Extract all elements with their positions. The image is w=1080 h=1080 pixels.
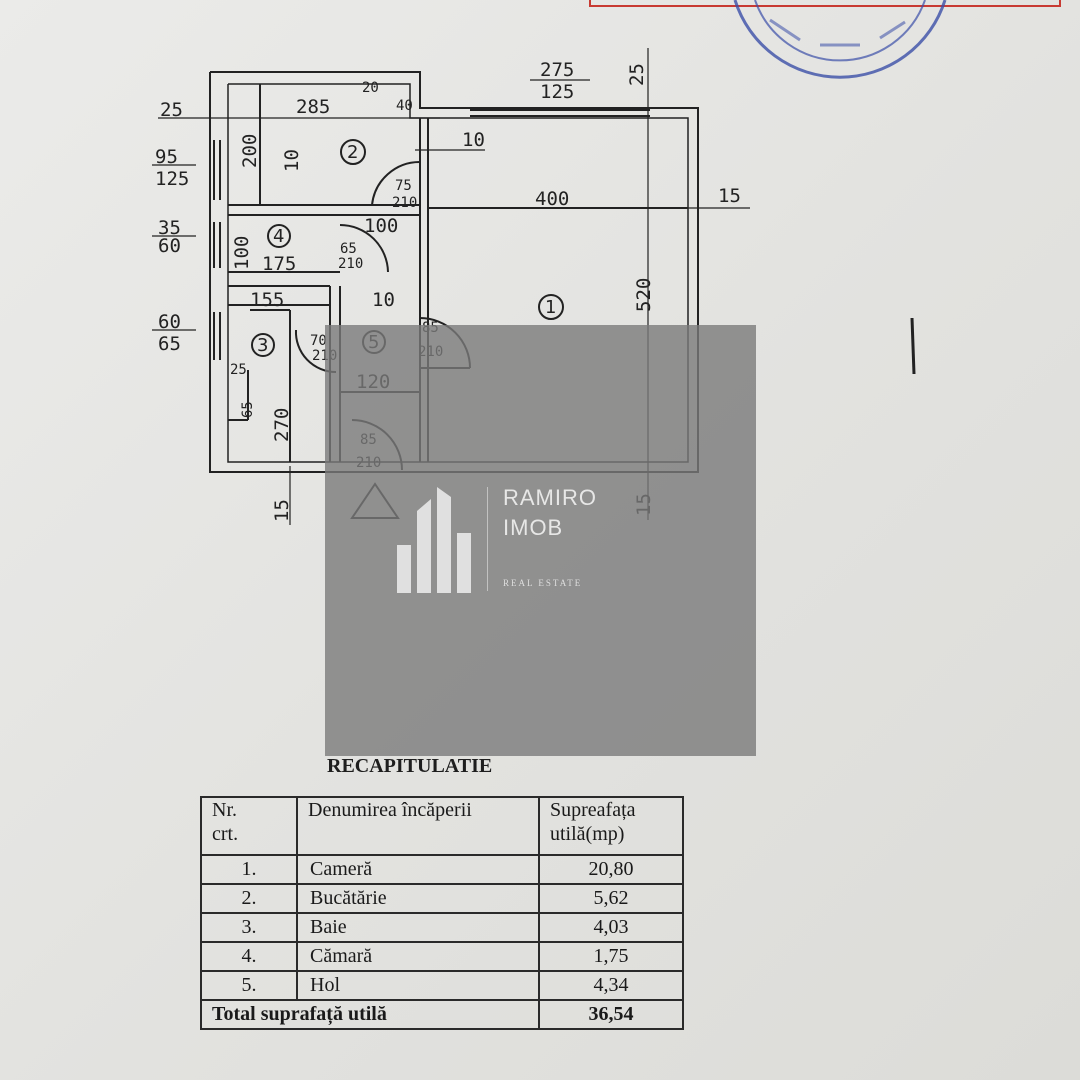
dim-10-hall: 10 (372, 289, 395, 311)
dim-60: 60 (158, 235, 181, 257)
row-name: Cameră (296, 854, 540, 885)
dim-65: 65 (240, 401, 256, 418)
dim-35: 35 (158, 217, 181, 239)
row-area: 5,62 (538, 883, 684, 914)
row-name: Baie (296, 912, 540, 943)
door-75-210: 210 (392, 195, 417, 211)
header-area-line1: Supreafața (550, 799, 636, 821)
dim-right-15: 15 (718, 185, 741, 207)
door-65: 65 (340, 241, 357, 257)
dim-20: 20 (362, 80, 379, 96)
row-area: 4,03 (538, 912, 684, 943)
watermark-divider (487, 487, 488, 591)
table-header-row: Nr. crt. Denumirea încăperii Supreafața … (200, 796, 684, 856)
total-area: 36,54 (538, 999, 684, 1030)
room-3-label: 3 (257, 335, 268, 356)
row-nr: 1. (200, 854, 298, 885)
table-row: 4. Cămară 1,75 (200, 941, 684, 972)
room-2-label: 2 (347, 142, 358, 163)
row-nr: 2. (200, 883, 298, 914)
row-nr: 4. (200, 941, 298, 972)
dim-top-left: 25 (160, 99, 183, 121)
dim-95: 95 (155, 146, 178, 168)
recap-table: Nr. crt. Denumirea încăperii Supreafața … (200, 796, 684, 1030)
row-area: 20,80 (538, 854, 684, 885)
row-area: 1,75 (538, 941, 684, 972)
row-name: Cămară (296, 941, 540, 972)
row-nr: 5. (200, 970, 298, 1001)
row-name: Hol (296, 970, 540, 1001)
watermark-brand-line1: RAMIRO (503, 485, 597, 510)
header-nr-line2: crt. (212, 823, 239, 845)
official-stamp (589, 0, 1061, 79)
watermark-brand-line2: IMOB (503, 515, 564, 540)
dim-285: 285 (296, 96, 330, 118)
total-row: Total suprafață utilă 36,54 (200, 999, 684, 1030)
total-label: Total suprafață utilă (200, 999, 540, 1030)
dim-100-h: 100 (364, 215, 398, 237)
dim-25: 25 (230, 362, 247, 378)
dim-10-kitchen: 10 (281, 149, 303, 172)
table-row: 2. Bucătărie 5,62 (200, 883, 684, 914)
header-nr: Nr. crt. (200, 796, 298, 856)
dim-60-left: 60 (158, 311, 181, 333)
header-name: Denumirea încăperii (296, 796, 540, 856)
header-area-line2: utilă(mp) (550, 823, 625, 845)
dim-270: 270 (271, 408, 293, 442)
dim-40: 40 (396, 98, 413, 114)
dim-65-left: 65 (158, 333, 181, 355)
dim-175: 175 (262, 253, 296, 275)
dim-520: 520 (633, 278, 655, 312)
door-70: 70 (310, 333, 327, 349)
dim-10-top: 10 (462, 129, 485, 151)
watermark-overlay: RAMIRO IMOB REAL ESTATE (325, 325, 756, 756)
dim-125-top: 125 (540, 81, 574, 103)
dim-top-right: 25 (626, 63, 648, 86)
table-row: 3. Baie 4,03 (200, 912, 684, 943)
header-nr-line1: Nr. (212, 799, 237, 821)
building-logo-icon (397, 487, 471, 593)
row-name: Bucătărie (296, 883, 540, 914)
table-row: 5. Hol 4,34 (200, 970, 684, 1001)
row-nr: 3. (200, 912, 298, 943)
dim-275: 275 (540, 59, 574, 81)
dim-155: 155 (250, 289, 284, 311)
row-area: 4,34 (538, 970, 684, 1001)
room-1-label: 1 (545, 297, 556, 318)
recap-title: RECAPITULATIE (327, 755, 493, 777)
dim-200: 200 (239, 134, 261, 168)
watermark-tagline: REAL ESTATE (503, 578, 583, 588)
table-row: 1. Cameră 20,80 (200, 854, 684, 885)
door-65-210: 210 (338, 256, 363, 272)
door-75: 75 (395, 178, 412, 194)
dim-400: 400 (535, 188, 569, 210)
dim-125-left: 125 (155, 168, 189, 190)
room-4-label: 4 (273, 226, 284, 247)
header-area: Supreafața utilă(mp) (538, 796, 684, 856)
dim-bottom-left: 15 (271, 499, 293, 522)
dim-100-v: 100 (231, 236, 253, 270)
